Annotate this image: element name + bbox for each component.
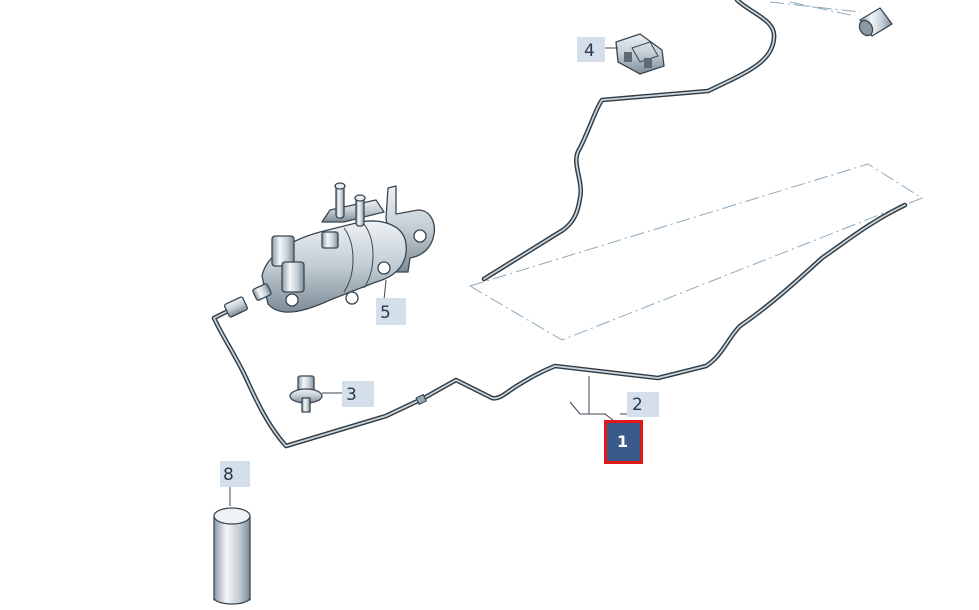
callout-2[interactable]: 2 [627, 392, 659, 417]
callout-5[interactable]: 5 [376, 298, 406, 325]
callout-1-selected[interactable]: 1 [604, 420, 643, 464]
leader-1 [569, 376, 619, 425]
callout-8-label: 8 [223, 465, 234, 485]
bolt-part-3[interactable] [289, 375, 323, 413]
assembly-outline [468, 163, 924, 341]
callout-5-label: 5 [380, 303, 391, 323]
pipe-sleeve[interactable] [857, 7, 893, 38]
callout-4[interactable]: 4 [577, 37, 605, 62]
leader-5 [383, 279, 387, 301]
callout-1-label: 1 [617, 432, 628, 451]
pipe-union-nut [223, 296, 249, 318]
callout-4-label: 4 [584, 41, 595, 61]
brake-fluid-can-part-8[interactable] [213, 507, 251, 605]
top-guide-lines [769, 1, 861, 17]
main-brake-pipe[interactable] [211, 202, 908, 449]
pressure-regulator-valve[interactable] [252, 182, 436, 313]
callout-3[interactable]: 3 [342, 381, 374, 407]
pipe-clip [415, 393, 427, 405]
callout-2-label: 2 [632, 395, 643, 415]
callout-3-label: 3 [346, 385, 357, 405]
pipe-clip-part-4[interactable] [615, 33, 665, 75]
callout-8[interactable]: 8 [220, 461, 250, 487]
upper-brake-pipe[interactable] [481, 0, 777, 282]
